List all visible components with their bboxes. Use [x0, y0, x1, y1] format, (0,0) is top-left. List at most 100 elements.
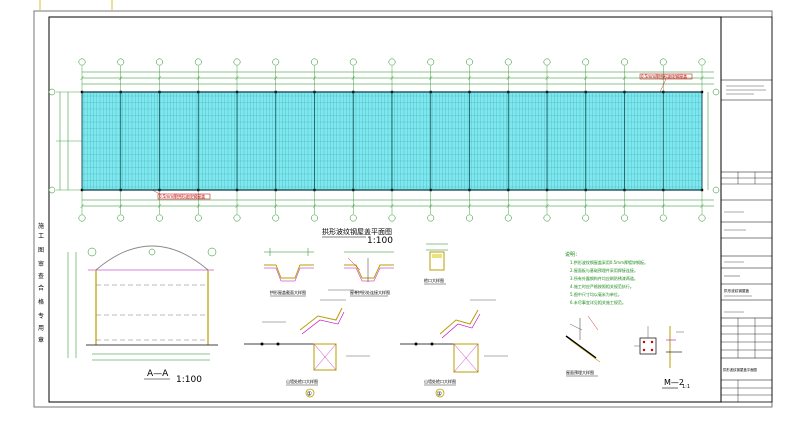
- dim-tick: [700, 203, 704, 209]
- dim-tick: [584, 203, 588, 209]
- detail-gable-1: 山墙处檐口大样图 ①: [244, 289, 370, 398]
- grid-axis-bubble: [272, 214, 280, 222]
- grid-axis-bubble: [194, 58, 202, 66]
- side-label-char: 施: [38, 222, 44, 230]
- plan-title: 拱形波纹钢屋盖平面图: [322, 227, 392, 236]
- dim-tick: [506, 75, 510, 81]
- grid-axis-bubble: [427, 58, 435, 66]
- note-line: 3.所有外露钢构件均应刷防锈漆两道。: [570, 275, 638, 281]
- side-label-char: 用: [38, 325, 44, 332]
- grid-axis-bubble: [659, 58, 667, 66]
- side-label-char: 工: [38, 233, 44, 240]
- grid-axis-bubble: [48, 88, 56, 96]
- grid-axis-bubble: [698, 214, 706, 222]
- grid-axis-bubble: [156, 214, 163, 222]
- grid-axis-bubble: [621, 58, 628, 66]
- section-scale: 1:100: [176, 375, 202, 385]
- dim-tick: [80, 203, 84, 209]
- dim-tick: [235, 75, 239, 81]
- m2-title: M—2: [664, 378, 684, 387]
- dim-tick: [196, 75, 200, 81]
- dim-tick: [235, 203, 239, 209]
- dim-tick: [390, 203, 394, 209]
- detail-profile-2: 屋脊拱形处连接大样图: [344, 251, 394, 297]
- dim-tick: [119, 203, 123, 209]
- detail-profile-1: 拱形屋盖截面大样图: [264, 248, 314, 297]
- grid-axis-bubble: [582, 214, 590, 222]
- note-line: 4.施工时应严格按照相关规范执行。: [570, 283, 634, 289]
- grid-axis-bubble: [712, 186, 720, 194]
- dim-tick: [312, 203, 317, 209]
- grid-axis-bubble: [48, 186, 56, 194]
- notes-block: 说明： 1.拱形波纹钢屋盖采用0.5mm厚镀锌钢板。 2.屋面板与基础预埋件采用焊…: [565, 251, 648, 305]
- grid-axis-bubble: [311, 58, 318, 66]
- svg-text:檐口大样图: 檐口大样图: [424, 277, 444, 283]
- side-label-char: 合: [38, 284, 44, 292]
- dim-tick: [622, 203, 627, 209]
- dim-tick: [390, 75, 394, 81]
- dim-tick: [622, 75, 627, 81]
- grid-axis-bubble: [156, 58, 163, 66]
- detail-gable-2: 山墙处檐口大样图 ②: [400, 299, 508, 398]
- dim-tick: [157, 75, 162, 81]
- svg-text:①: ①: [307, 391, 312, 398]
- dim-tick: [467, 75, 472, 81]
- dim-tick: [196, 203, 200, 209]
- note-line: 1.拱形波纹钢屋盖采用0.5mm厚镀锌钢板。: [570, 259, 648, 265]
- grid-axis-bubble: [621, 214, 628, 222]
- callout-top: 0.5mm厚拱形波纹钢屋盖: [641, 73, 687, 79]
- dim-tick: [274, 203, 278, 209]
- grid-axis-bubble: [504, 58, 512, 66]
- dim-tick: [80, 75, 84, 81]
- dim-tick: [661, 75, 665, 81]
- callout-bottom: 0.5mm厚拱形波纹钢屋盖: [159, 193, 205, 199]
- note-line: 6.未尽事宜详见相关施工规范。: [570, 299, 626, 305]
- plan-view: 0.5mm厚拱形波纹钢屋盖 0.5mm厚拱形波纹钢屋盖: [48, 58, 720, 222]
- grid-axis-bubble: [272, 58, 280, 66]
- dim-tick: [274, 75, 278, 81]
- grid-axis-bubble: [388, 214, 396, 222]
- tb-project: 拱形波纹钢屋盖: [724, 288, 750, 293]
- svg-text:山墙处檐口大样图: 山墙处檐口大样图: [424, 378, 456, 384]
- grid-axis-bubble: [349, 214, 357, 222]
- svg-text:②: ②: [437, 391, 443, 398]
- grid-axis-bubble: [117, 58, 125, 66]
- side-label-char: 章: [38, 336, 44, 344]
- plan-scale: 1:100: [367, 236, 393, 246]
- detail-embed: 屋面预埋大样图: [565, 315, 601, 377]
- detail-m2: [634, 326, 684, 368]
- dim-tick: [545, 75, 549, 81]
- side-label-char: 图: [38, 247, 44, 254]
- dim-tick: [661, 203, 665, 209]
- grid-axis-bubble: [78, 58, 86, 66]
- grid-axis-bubble: [504, 214, 512, 222]
- note-line: 5.图中尺寸均以毫米为单位。: [570, 291, 622, 297]
- grid-axis-bubble: [349, 58, 357, 66]
- grid-axis-bubble: [543, 58, 551, 66]
- grid-axis-bubble: [698, 58, 706, 66]
- section-title: A—A: [147, 369, 169, 379]
- side-label-char: 专: [38, 312, 44, 320]
- grid-axis-bubble: [466, 214, 473, 222]
- grid-axis-bubble: [117, 214, 125, 222]
- dim-tick: [429, 75, 433, 81]
- dim-tick: [351, 203, 355, 209]
- grid-axis-bubble: [427, 214, 435, 222]
- dim-tick: [351, 75, 355, 81]
- section-aa: [67, 245, 218, 361]
- dim-tick: [429, 203, 433, 209]
- note-line: 2.屋面板与基础预埋件采用焊接连接。: [570, 267, 638, 273]
- dim-tick: [119, 75, 123, 81]
- grid-axis-bubble: [582, 58, 590, 66]
- grid-axis-bubble: [388, 58, 396, 66]
- side-label-char: 审: [38, 260, 44, 268]
- grid-axis-bubble: [659, 214, 667, 222]
- svg-text:说明：: 说明：: [565, 251, 580, 258]
- grid-axis-bubble: [712, 88, 720, 96]
- dim-tick: [545, 203, 549, 209]
- svg-text:山墙处檐口大样图: 山墙处檐口大样图: [286, 378, 318, 384]
- svg-text:拱形屋盖截面大样图: 拱形屋盖截面大样图: [270, 289, 306, 295]
